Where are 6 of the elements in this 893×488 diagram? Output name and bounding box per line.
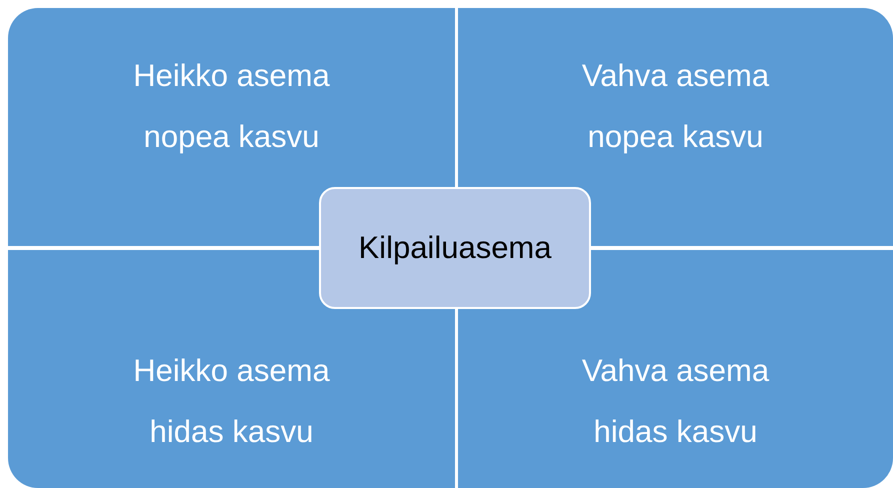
node-label: Vahva asema nopea kasvu bbox=[580, 57, 770, 156]
center-box bbox=[319, 187, 591, 309]
node-label: Heikko asema hidas kasvu bbox=[132, 352, 331, 451]
node-label: Kilpailuasema bbox=[358, 230, 552, 266]
node-label: Heikko asema nopea kasvu bbox=[132, 57, 331, 156]
node-label: Vahva asema hidas kasvu bbox=[580, 352, 770, 451]
